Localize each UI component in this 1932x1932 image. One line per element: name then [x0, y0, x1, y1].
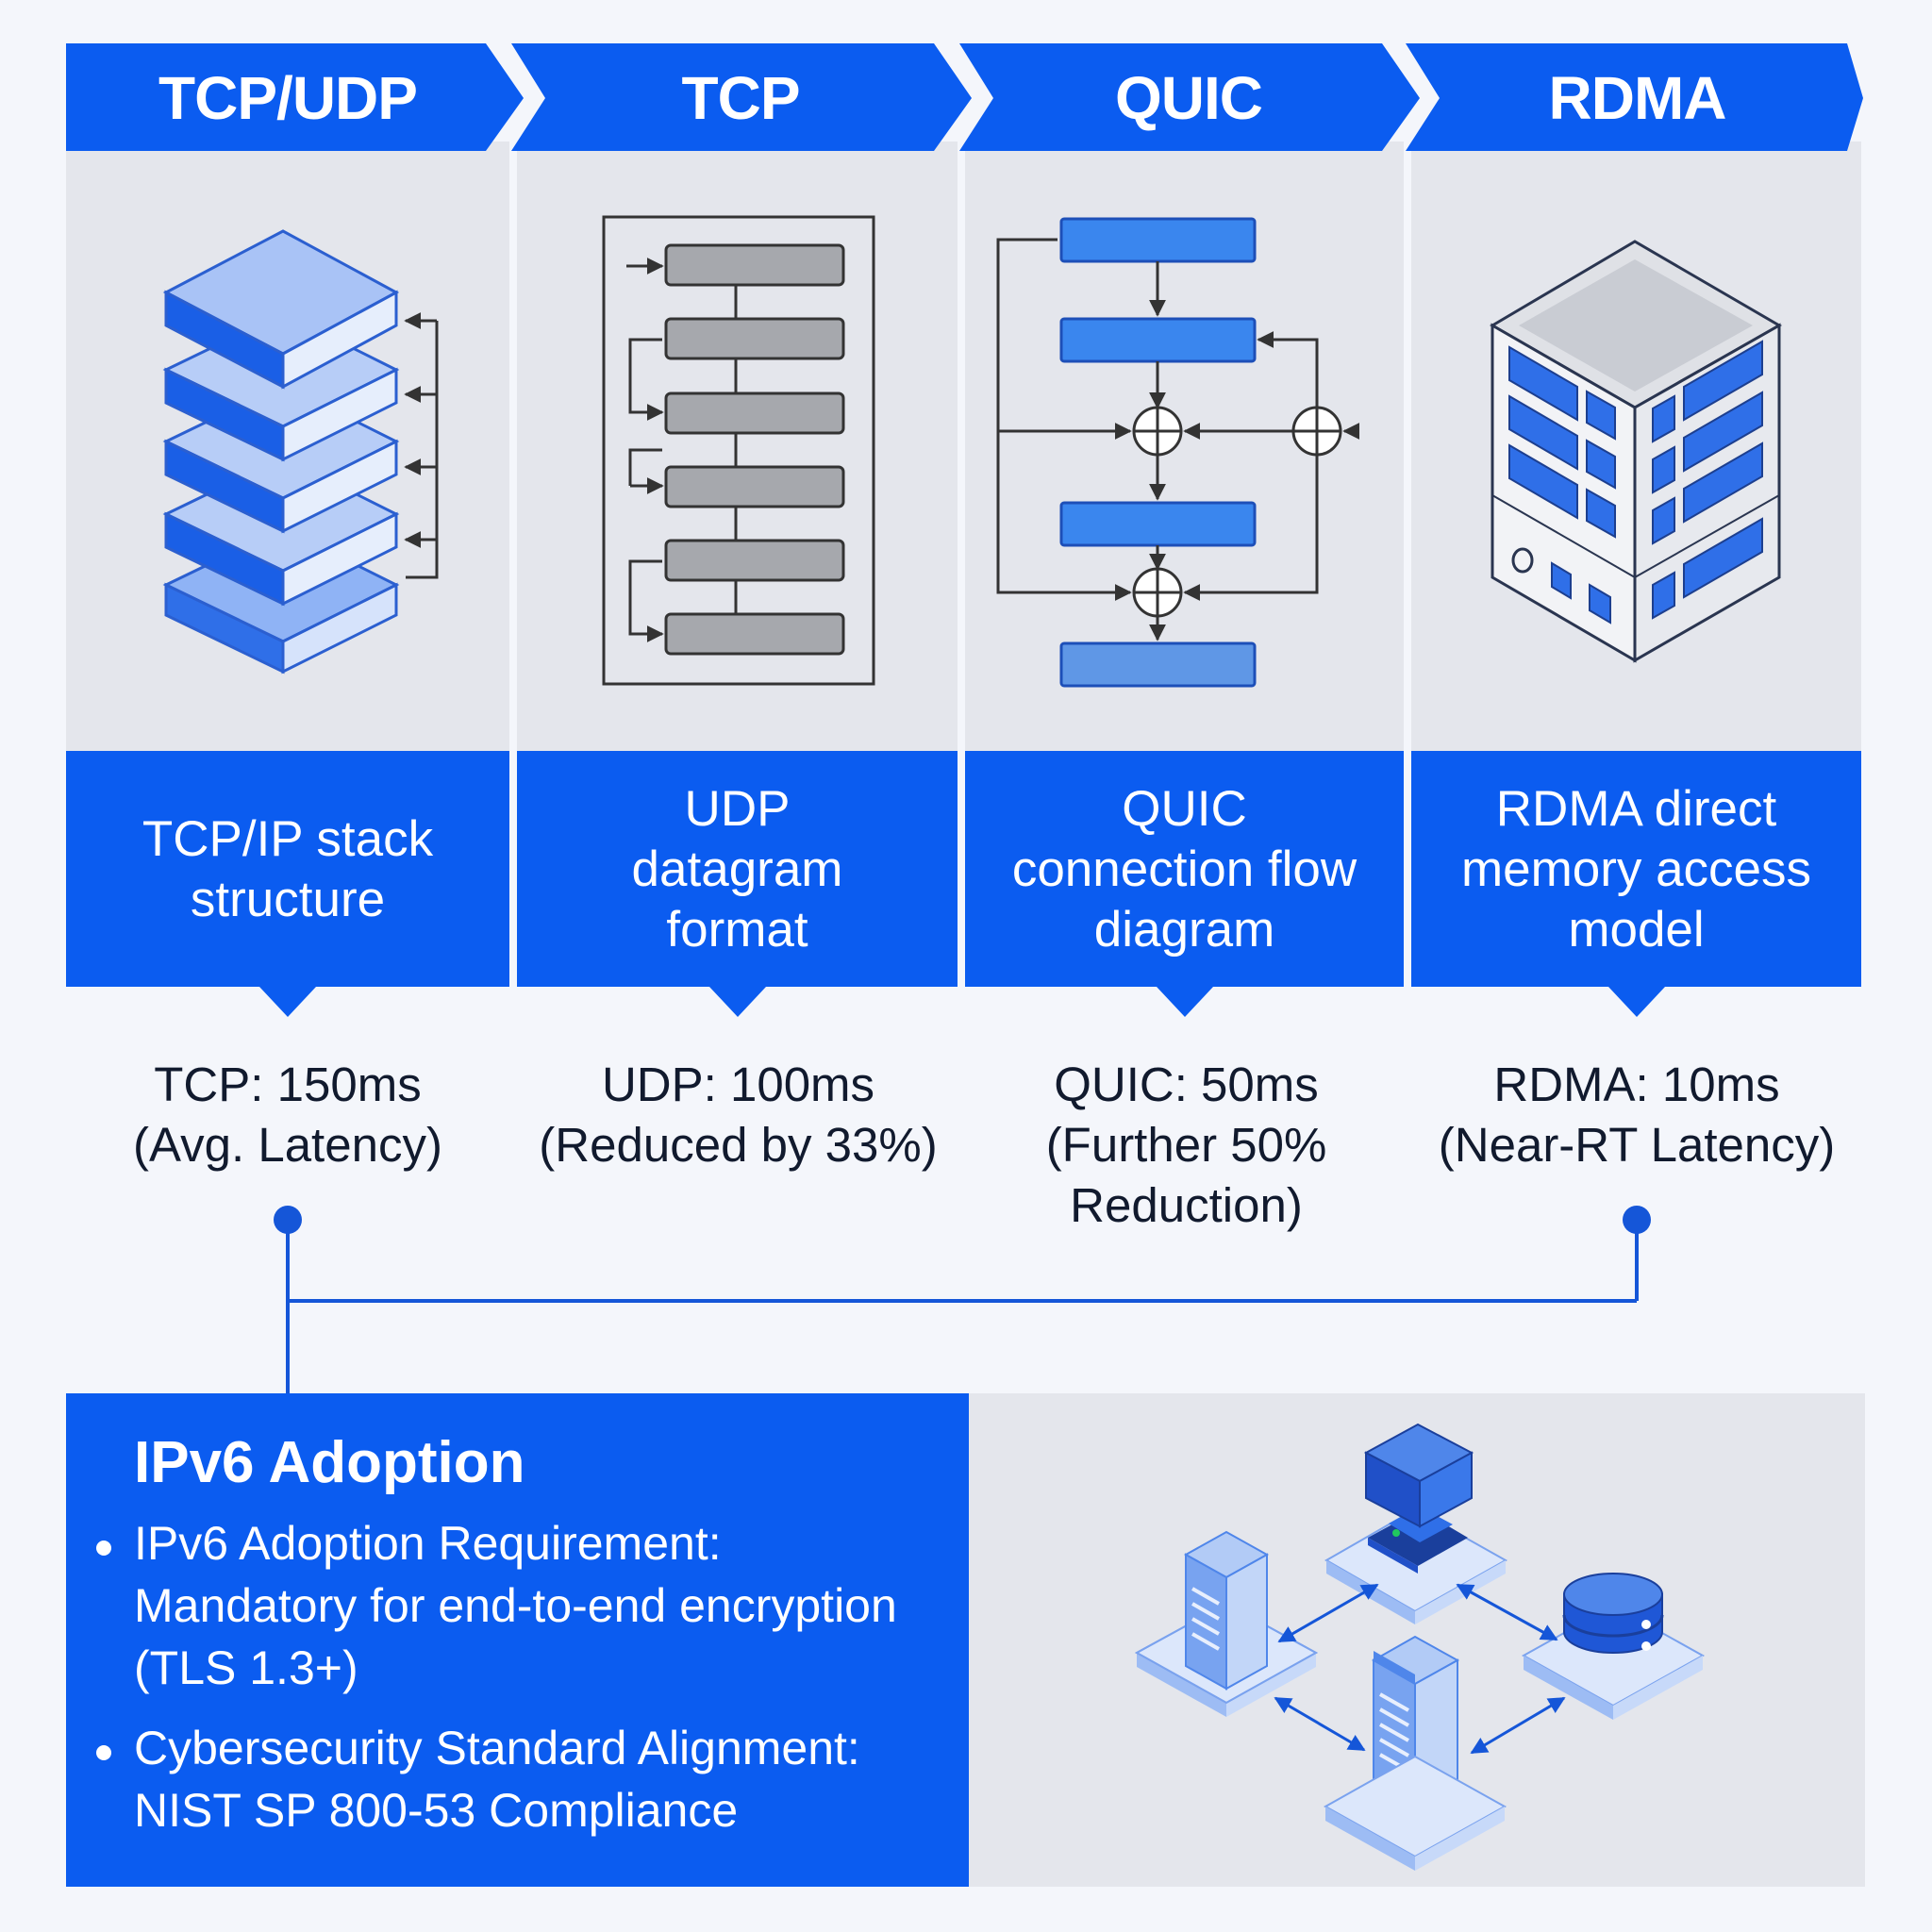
header-label-tcp: TCP	[681, 64, 801, 132]
latency-line: (Avg. Latency)	[133, 1118, 442, 1172]
ipv6-bullet-1: IPv6 Adoption Requirement: Mandatory for…	[134, 1512, 945, 1699]
caption-line: TCP/IP stack	[142, 811, 434, 867]
latency-line: QUIC: 50ms	[1054, 1058, 1319, 1111]
latency-line: (Near-RT Latency)	[1438, 1118, 1836, 1172]
latency-line: RDMA: 10ms	[1493, 1058, 1780, 1111]
bullet-dot	[96, 1541, 111, 1556]
caption-line: memory access	[1460, 841, 1812, 897]
bullet-line: NIST SP 800-53 Compliance	[134, 1784, 739, 1837]
header-chevron-1	[66, 43, 524, 151]
latency-quic: QUIC: 50ms (Further 50% Reduction)	[958, 1055, 1415, 1236]
header-label-quic: QUIC	[1115, 64, 1263, 132]
caption-line: diagram	[1093, 902, 1275, 958]
caption-quic: QUIC connection flow diagram	[965, 762, 1404, 977]
caption-box-2	[517, 751, 958, 1017]
latency-tcp: TCP: 150ms (Avg. Latency)	[57, 1055, 519, 1175]
network-topology-icon	[1134, 1423, 1706, 1871]
header-chevron-2	[511, 43, 972, 151]
bullet-line: Cybersecurity Standard Alignment:	[134, 1722, 860, 1774]
latency-rdma: RDMA: 10ms (Near-RT Latency)	[1396, 1055, 1877, 1175]
layered-stack-icon	[162, 229, 439, 675]
bullet-line: IPv6 Adoption Requirement:	[134, 1517, 722, 1570]
flow-diagram-icon	[996, 217, 1360, 688]
datagram-blocks-icon	[602, 215, 875, 686]
latency-line: (Reduced by 33%)	[539, 1118, 938, 1172]
caption-line: UDP	[684, 781, 791, 837]
header-label-tcp-udp: TCP/UDP	[158, 64, 418, 132]
ipv6-title: IPv6 Adoption	[134, 1430, 525, 1495]
bullet-line: (TLS 1.3+)	[134, 1641, 358, 1694]
header-chevron-4	[1406, 43, 1863, 151]
caption-line: format	[666, 902, 808, 958]
caption-box-1	[66, 751, 509, 1017]
latency-line: UDP: 100ms	[601, 1058, 875, 1111]
caption-line: model	[1568, 902, 1705, 958]
latency-line: TCP: 150ms	[154, 1058, 422, 1111]
caption-box-4	[1411, 751, 1861, 1017]
caption-tcp: UDP datagram format	[517, 762, 958, 977]
bullet-dot	[96, 1745, 111, 1760]
caption-tcp-udp: TCP/IP stack structure	[66, 762, 509, 977]
caption-line: connection flow	[1011, 841, 1357, 897]
server-rack-icon	[1490, 240, 1783, 663]
latency-line: (Further 50%	[1045, 1118, 1327, 1172]
bullet-line: Mandatory for end-to-end encryption	[134, 1579, 897, 1632]
connector-lines	[274, 1206, 1651, 1393]
caption-line: RDMA direct	[1495, 781, 1777, 837]
latency-line: Reduction)	[1070, 1178, 1303, 1232]
caption-line: structure	[190, 872, 386, 927]
ipv6-panel	[66, 1393, 969, 1887]
caption-line: datagram	[631, 841, 843, 897]
latency-udp: UDP: 100ms (Reduced by 33%)	[509, 1055, 967, 1175]
header-label-rdma: RDMA	[1548, 64, 1727, 132]
ipv6-bullet-2: Cybersecurity Standard Alignment: NIST S…	[134, 1717, 945, 1841]
caption-box-3	[965, 751, 1404, 1017]
header-chevron-3	[959, 43, 1420, 151]
caption-line: QUIC	[1122, 781, 1247, 837]
caption-rdma: RDMA direct memory access model	[1411, 762, 1861, 977]
